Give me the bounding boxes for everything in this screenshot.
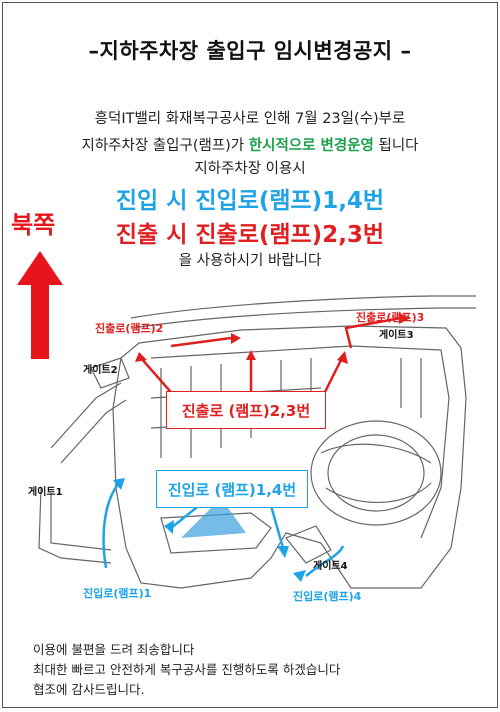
entry-ramp-4-label: 진입로(램프)4 bbox=[293, 590, 362, 603]
footer-line-2: 최대한 빠르고 안전하게 복구공사를 진행하도록 하겠습니다 bbox=[33, 662, 341, 677]
entry-ramp-1-label: 진입로(램프)1 bbox=[83, 587, 152, 600]
page-title: –지하주차장 출입구 임시변경공지 – bbox=[88, 39, 412, 63]
exit-ramps-box: 진출로 (램프)2,3번 bbox=[166, 391, 326, 429]
entry-ramps-box: 진입로 (램프)1,4번 bbox=[156, 470, 308, 508]
notice-line-2-post: 됩니다 bbox=[373, 138, 419, 154]
notice-line-3: 지하주차장 이용시 bbox=[194, 161, 306, 177]
gate-1-label: 게이트1 bbox=[28, 487, 63, 498]
notice-line-1: 흥덕IT밸리 화재복구공사로 인해 7월 23일(수)부로 bbox=[94, 111, 406, 127]
notice-line-2-pre: 지하주차장 출입구(램프)가 bbox=[81, 138, 249, 154]
north-arrow-icon bbox=[17, 251, 63, 359]
notice-highlight: 한시적으로 변경운영 bbox=[248, 138, 374, 154]
notice-line-2: 지하주차장 출입구(램프)가 한시적으로 변경운영 됩니다 bbox=[3, 134, 497, 155]
footer-line-3: 협조에 감사드립니다. bbox=[33, 682, 145, 697]
notice-line-4: 을 사용하시기 바랍니다 bbox=[178, 253, 322, 269]
exit-instruction: 진출 시 진출로(램프)2,3번 bbox=[115, 222, 385, 248]
gate-3-label: 게이트3 bbox=[379, 330, 414, 341]
footer-line-1: 이용에 불편을 드려 죄송합니다 bbox=[33, 642, 195, 657]
gate-4-label: 게이트4 bbox=[313, 561, 348, 572]
entry-instruction: 진입 시 진입로(램프)1,4번 bbox=[115, 188, 385, 214]
gate-2-label: 게이트2 bbox=[83, 365, 118, 376]
exit-ramp-3-label: 진출로(램프)3 bbox=[356, 311, 425, 324]
site-map bbox=[38, 295, 476, 589]
exit-ramp-2-label: 진출로(램프)2 bbox=[95, 322, 164, 335]
north-label: 북쪽 bbox=[11, 211, 56, 239]
